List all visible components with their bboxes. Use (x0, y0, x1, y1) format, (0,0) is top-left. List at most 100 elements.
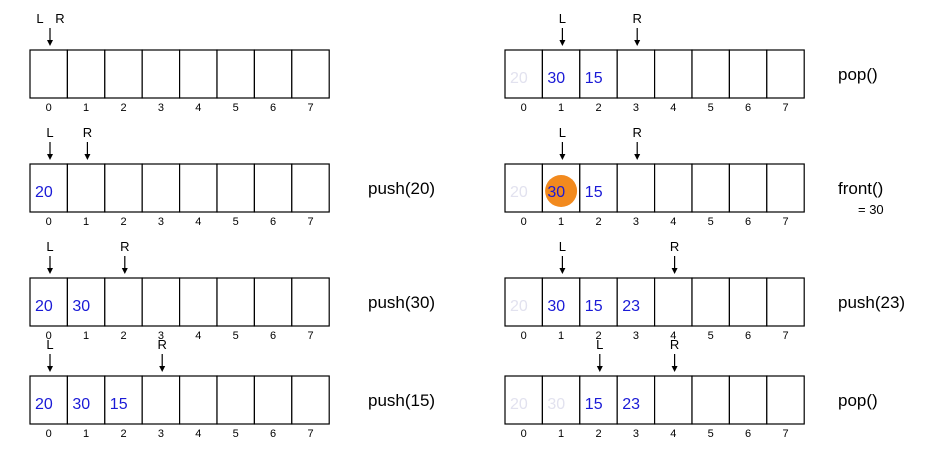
index-label: 3 (158, 216, 164, 228)
right-pointer-label: R (158, 337, 167, 352)
array-cell-3 (616, 163, 656, 213)
right-pointer-arrow (671, 256, 678, 274)
index-label: 6 (745, 428, 751, 440)
removed-value: 30 (547, 396, 565, 413)
index-label: 1 (83, 102, 89, 114)
left-pointer-label: L (46, 239, 53, 254)
index-label: 1 (83, 428, 89, 440)
left-pointer-arrow (596, 354, 603, 372)
array-cell-0: 20 (504, 163, 544, 213)
array-cell-6 (253, 163, 293, 213)
cell-value: 30 (547, 298, 565, 315)
array-cell-3: 23 (616, 375, 656, 425)
index-label: 3 (633, 216, 639, 228)
array-cell-1: 30 (66, 277, 106, 327)
array-cell-6 (728, 277, 768, 327)
cell-value: 15 (585, 396, 603, 413)
cell-value: 15 (585, 184, 603, 201)
cell-value: 23 (622, 396, 640, 413)
right-pointer-label: R (670, 337, 679, 352)
index-label: 6 (745, 216, 751, 228)
index-label: 7 (782, 216, 788, 228)
array-cell-4 (179, 49, 218, 99)
left-pointer-arrow (559, 28, 566, 46)
array-cell-3 (141, 163, 181, 213)
index-label: 0 (46, 428, 52, 440)
index-label: 6 (270, 330, 276, 342)
array-cell-2: 15 (579, 375, 618, 425)
index-label: 5 (233, 330, 239, 342)
left-pointer-label: L (46, 125, 53, 140)
index-label: 3 (633, 102, 639, 114)
right-pointer-arrow (159, 354, 166, 372)
index-label: 6 (270, 216, 276, 228)
array-cell-7 (766, 49, 805, 99)
array-cell-4 (653, 49, 693, 99)
left-pointer-label: L (559, 125, 566, 140)
index-label: 5 (708, 428, 714, 440)
right-pointer-arrow (84, 142, 91, 160)
array-cell-2: 15 (579, 49, 618, 99)
index-label: 3 (158, 330, 164, 342)
cell-value: 30 (547, 184, 565, 201)
array-cell-1: 30 (541, 375, 581, 425)
index-label: 3 (633, 428, 639, 440)
array-cell-5 (216, 49, 256, 99)
array-cell-7 (291, 277, 330, 327)
array-cell-1 (66, 163, 106, 213)
index-label: 2 (595, 102, 601, 114)
array-cell-5 (216, 375, 256, 425)
left-pointer-arrow (47, 354, 53, 372)
cell-value: 15 (585, 70, 603, 87)
cell-value: 23 (622, 298, 640, 315)
array-cell-3: 23 (616, 277, 656, 327)
array-cell-4 (653, 375, 693, 425)
array-cell-5 (691, 49, 731, 99)
array-cell-1: 30 (541, 163, 581, 213)
left-pointer-label: L (596, 337, 603, 352)
left-pointer-arrow (559, 142, 566, 160)
index-label: 2 (120, 216, 126, 228)
index-label: 5 (233, 428, 239, 440)
array-cell-3 (141, 49, 181, 99)
index-label: 3 (633, 330, 639, 342)
left-pointer-arrow (47, 142, 53, 160)
index-label: 1 (83, 330, 89, 342)
array-cell-7 (766, 375, 805, 425)
array-cell-6 (728, 163, 768, 213)
index-label: 4 (195, 102, 201, 114)
index-label: 6 (745, 102, 751, 114)
index-label: 4 (670, 216, 676, 228)
left-pointer-label: L (559, 239, 566, 254)
index-label: 0 (521, 102, 527, 114)
operation-label: push(30) (368, 293, 435, 312)
operation-label: front() (838, 179, 883, 198)
index-label: 7 (307, 216, 313, 228)
right-pointer-arrow (634, 28, 641, 46)
cell-value: 15 (585, 298, 603, 315)
array-cell-6 (728, 375, 768, 425)
left-pointer-label: L (36, 11, 43, 26)
index-label: 5 (708, 216, 714, 228)
array-cell-2: 15 (579, 277, 618, 327)
index-label: 4 (195, 330, 201, 342)
cell-value: 30 (72, 396, 90, 413)
index-label: 1 (558, 216, 564, 228)
index-label: 2 (120, 428, 126, 440)
array-cell-2 (104, 277, 143, 327)
index-label: 5 (233, 216, 239, 228)
right-pointer-label: R (670, 239, 679, 254)
array-cell-1: 30 (541, 49, 581, 99)
index-label: 4 (195, 428, 201, 440)
index-label: 0 (46, 102, 52, 114)
array-cell-3 (141, 277, 181, 327)
array-cell-4 (179, 277, 218, 327)
array-cell-0: 20 (504, 49, 544, 99)
index-label: 6 (745, 330, 751, 342)
index-label: 7 (307, 428, 313, 440)
right-pointer-label: R (83, 125, 92, 140)
